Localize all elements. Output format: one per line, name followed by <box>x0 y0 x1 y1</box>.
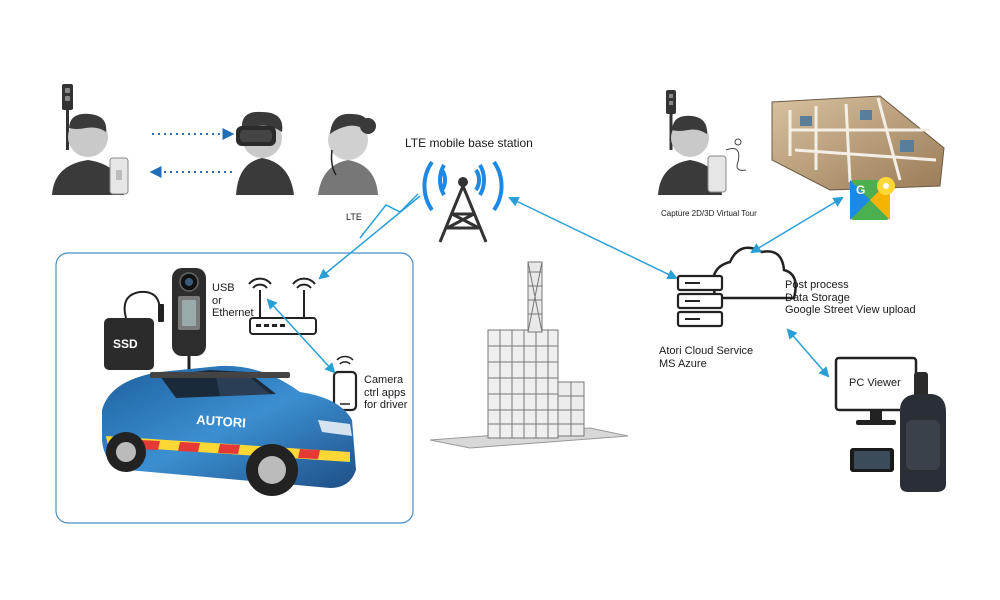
tower-to-router-arrow <box>318 195 421 280</box>
person-with-camera-backpack-icon <box>52 84 129 195</box>
for-driver-text: for driver <box>364 399 408 412</box>
svg-text:G: G <box>856 183 865 197</box>
camera-ctrl-label: Camera ctrl apps for driver <box>364 374 407 412</box>
ms-azure-text: MS Azure <box>659 357 707 370</box>
monitor-icon <box>834 356 918 425</box>
pc-viewer-label: PC Viewer <box>849 377 901 389</box>
wifi-router-icon <box>248 277 317 335</box>
smartphone-icon <box>332 355 358 412</box>
cloud-pc-link <box>786 328 830 378</box>
lte-link-label: LTE <box>346 212 362 222</box>
camera-backpack-icon <box>850 372 946 492</box>
camera-phone-link <box>266 298 336 374</box>
ssd-drive-icon <box>104 290 164 370</box>
street-view-upload-text: Google Street View upload <box>785 304 916 317</box>
cloud-tour-link <box>750 196 844 254</box>
data-storage-text: Data Storage <box>785 291 850 304</box>
lte-link-zigzag <box>359 193 419 239</box>
cloud-tasks-label: Post process Data Storage Google Street … <box>785 279 916 317</box>
360-camera-icon <box>172 268 206 376</box>
mapping-car-icon: AUTORI <box>102 365 356 496</box>
vr-headset-user-icon <box>236 111 294 195</box>
car-brand-text: AUTORI <box>196 412 247 430</box>
capture-tour-label: Capture 2D/3D Virtual Tour <box>661 209 757 218</box>
or-text: or <box>212 294 222 307</box>
post-process-text: Post process <box>785 279 849 291</box>
lte-tower-icon <box>422 160 504 243</box>
lte-base-station-label: LTE mobile base station <box>405 136 533 150</box>
floorplan-3d-icon <box>771 95 945 191</box>
cloud-service-label: Atori Cloud Service MS Azure <box>659 345 753 370</box>
vehicle-system-frame <box>55 252 414 524</box>
building-construction-icon <box>429 261 629 449</box>
streaming-arrows <box>149 128 235 178</box>
person-with-camera-backpack-icon-right <box>658 90 747 195</box>
usb-ethernet-label: USB or Ethernet <box>212 282 254 320</box>
ssd-label: SSD <box>113 337 138 351</box>
ctrl-apps-text: ctrl apps <box>364 386 406 399</box>
person-with-earphones-icon <box>318 113 378 195</box>
usb-text: USB <box>212 282 235 294</box>
atori-cloud-text: Atori Cloud Service <box>659 345 754 357</box>
camera-text: Camera <box>364 374 404 386</box>
tower-cloud-link <box>508 196 678 280</box>
google-street-view-icon: G <box>850 177 895 220</box>
ethernet-text: Ethernet <box>212 307 254 320</box>
server-cloud-icon <box>676 246 797 328</box>
